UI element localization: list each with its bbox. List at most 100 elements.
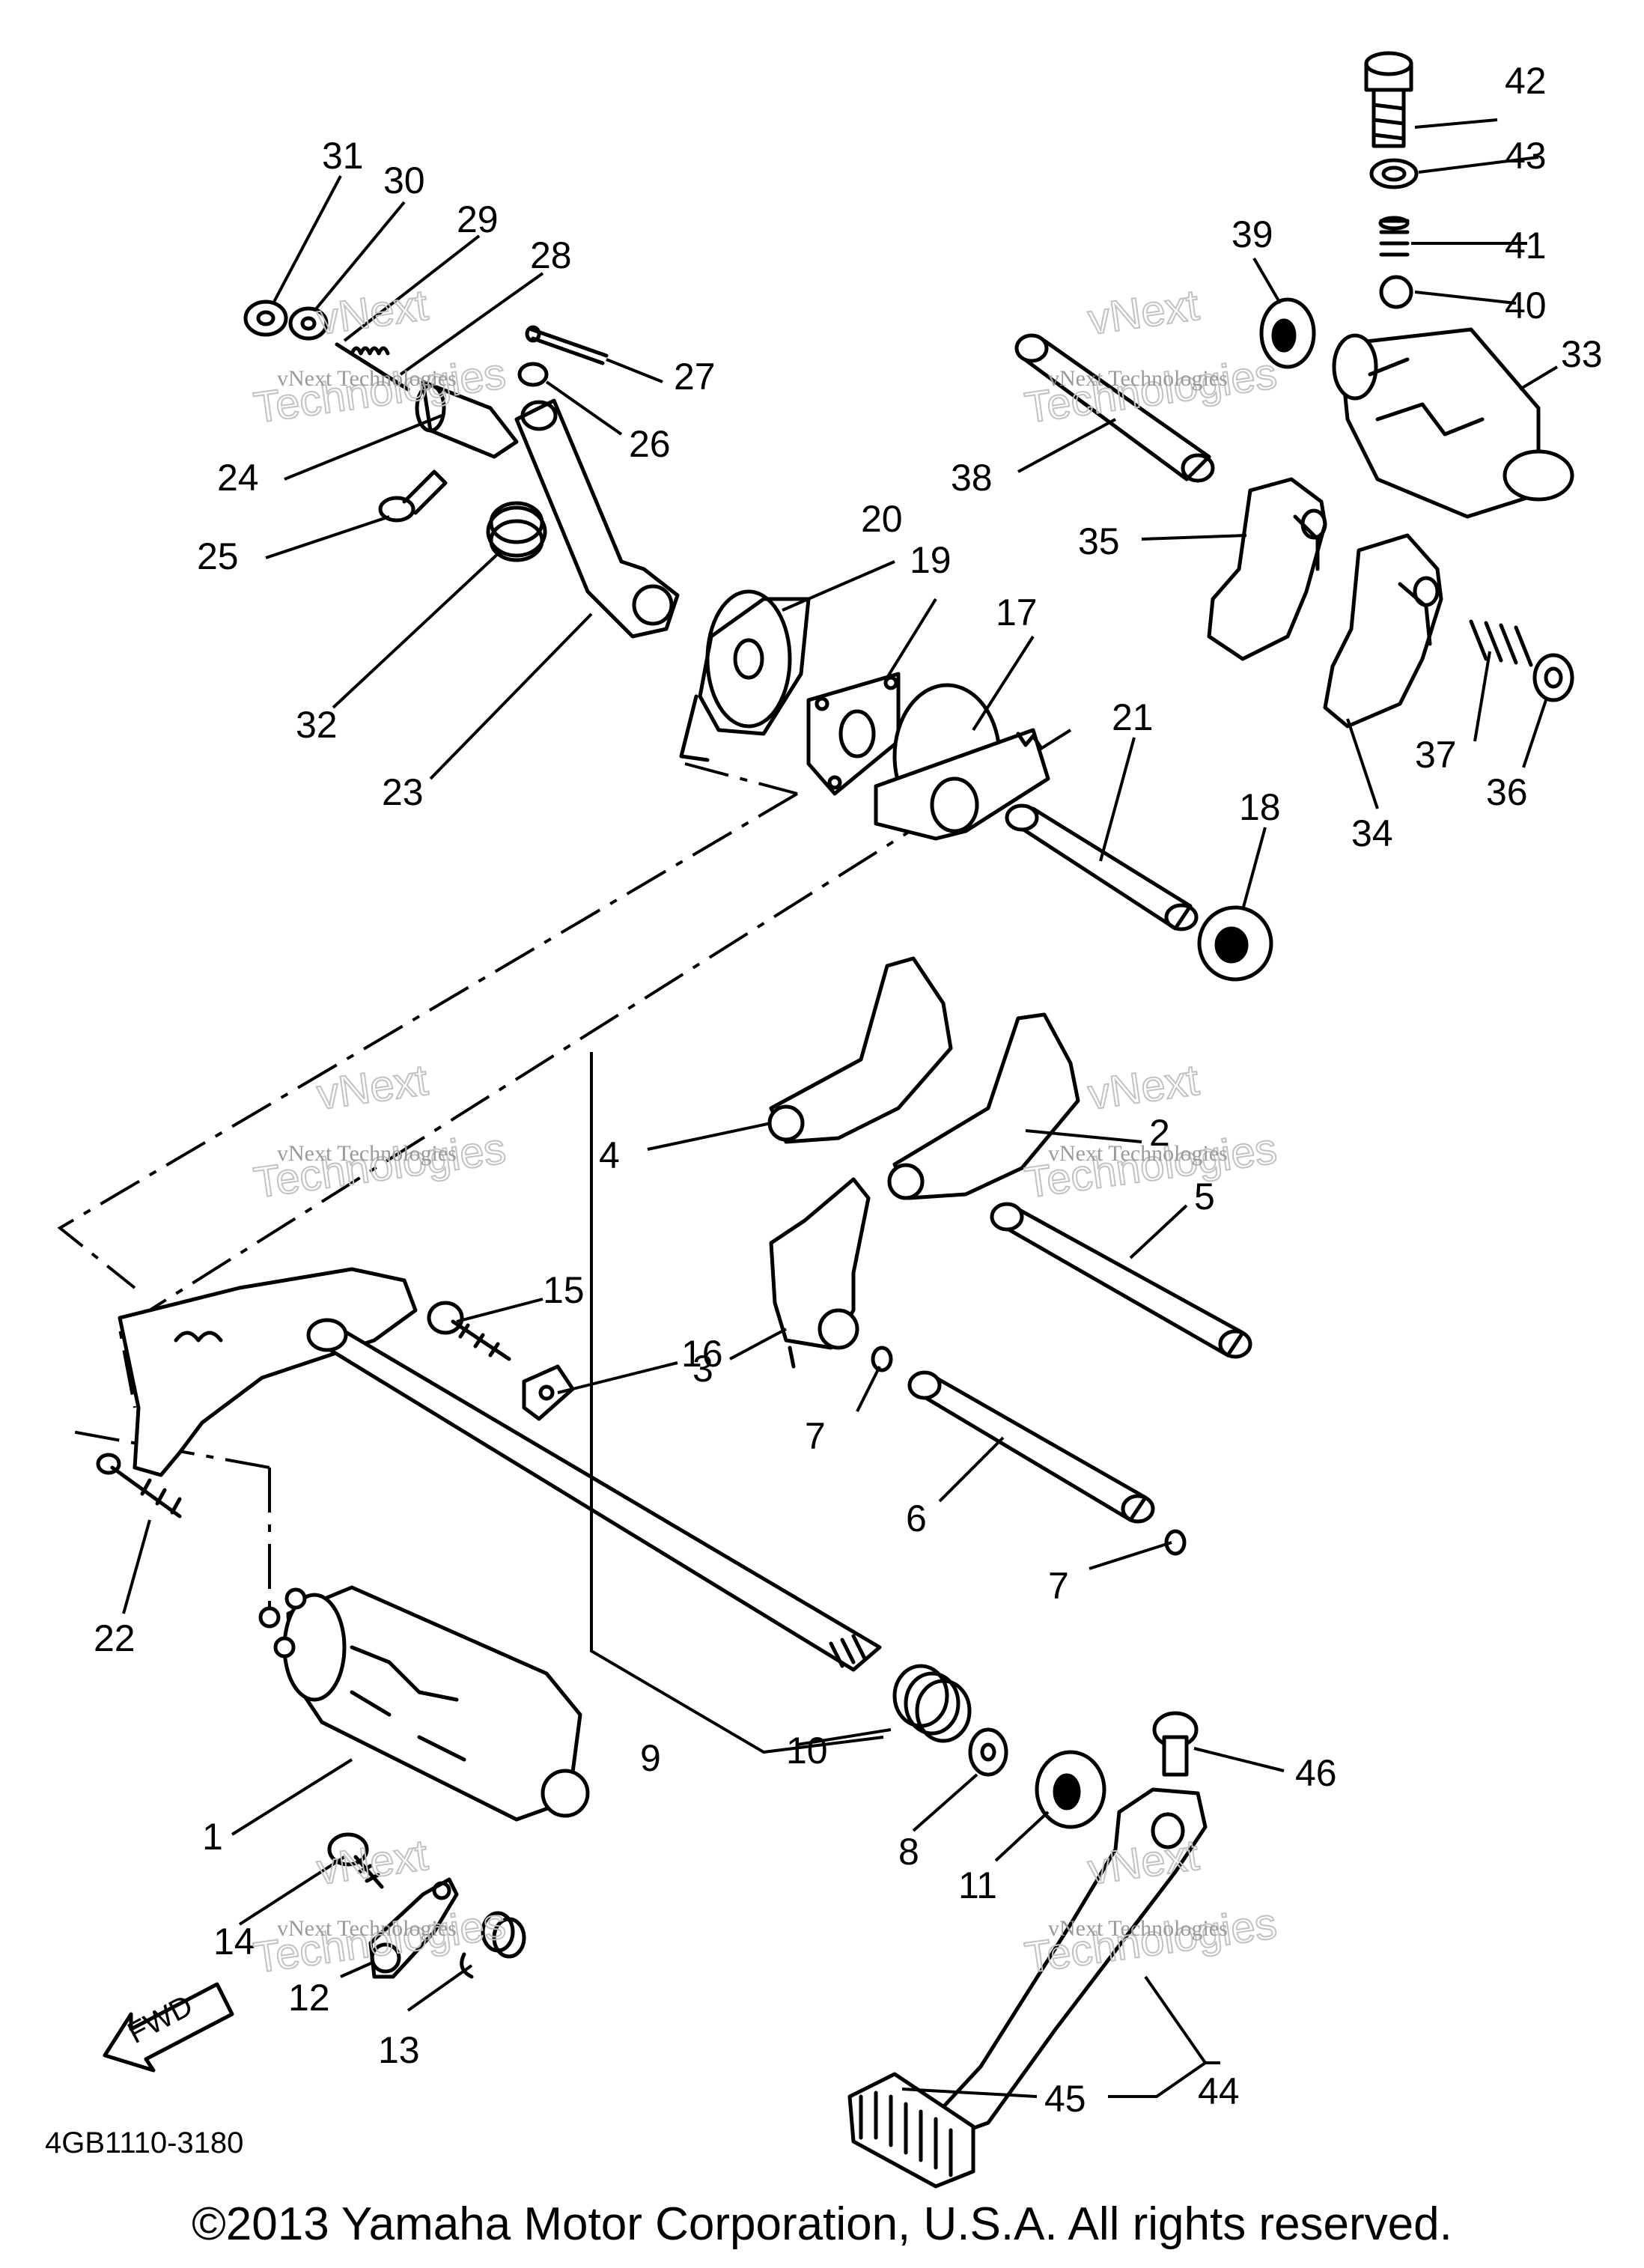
callout-5: 5 bbox=[1194, 1176, 1215, 1217]
part-38-guide-bar bbox=[1014, 333, 1215, 483]
callout-35: 35 bbox=[1078, 520, 1120, 562]
callout-41: 41 bbox=[1505, 225, 1547, 267]
watermark-vnext: vNext bbox=[1085, 1056, 1202, 1119]
watermark-vnext: vNext bbox=[314, 1056, 430, 1119]
callout-40: 40 bbox=[1505, 285, 1547, 326]
callout-7b: 7 bbox=[1048, 1565, 1069, 1607]
part-11-oil-seal bbox=[1035, 1750, 1106, 1829]
callout-39: 39 bbox=[1232, 213, 1273, 255]
part-6-guide-bar bbox=[907, 1370, 1155, 1524]
leader-lines bbox=[122, 118, 1559, 2098]
callout-21: 21 bbox=[1112, 696, 1154, 738]
callout-28: 28 bbox=[530, 234, 572, 276]
part-12-stopper-lever bbox=[368, 1877, 459, 1979]
part-32-spring bbox=[486, 501, 547, 562]
part-31-nut bbox=[243, 300, 288, 337]
callout-33: 33 bbox=[1561, 333, 1603, 375]
callout-19: 19 bbox=[910, 539, 952, 581]
callout-13: 13 bbox=[378, 2029, 420, 2071]
callout-11: 11 bbox=[958, 1864, 997, 1906]
callout-32: 32 bbox=[296, 704, 338, 746]
callout-15: 15 bbox=[543, 1269, 585, 1311]
part-20-segment-plate bbox=[679, 589, 811, 762]
callout-34: 34 bbox=[1351, 812, 1393, 854]
part-25-pin bbox=[378, 469, 448, 523]
callout-8: 8 bbox=[898, 1831, 919, 1873]
callout-labels: 31 30 29 28 27 26 24 25 32 23 20 19 17 2… bbox=[94, 60, 1603, 2120]
callout-31: 31 bbox=[322, 135, 364, 177]
part-27-cotter-pin bbox=[525, 325, 609, 365]
callout-12: 12 bbox=[288, 1977, 330, 2019]
part-39-bearing bbox=[1259, 297, 1316, 369]
part-37-spring bbox=[1469, 619, 1533, 667]
callout-37: 37 bbox=[1415, 734, 1457, 776]
watermark-vnext: vNext bbox=[1085, 1831, 1202, 1894]
callout-20: 20 bbox=[861, 498, 903, 540]
part-13-spring bbox=[460, 1911, 526, 1979]
part-44-shift-pedal bbox=[930, 1787, 1208, 2140]
part-29-28-bolt-spring bbox=[335, 342, 410, 392]
part-30-washer bbox=[288, 306, 329, 341]
callout-38: 38 bbox=[951, 457, 993, 499]
part-21-shift-shaft bbox=[1005, 803, 1199, 931]
part-36-washer bbox=[1532, 653, 1574, 702]
part-3-shift-fork bbox=[769, 1177, 871, 1369]
callout-2: 2 bbox=[1149, 1112, 1170, 1154]
part-41-spring bbox=[1378, 216, 1410, 257]
watermark-vnext: vNext bbox=[1085, 281, 1202, 344]
part-33-shift-drum bbox=[1332, 327, 1574, 519]
callout-25: 25 bbox=[197, 535, 239, 577]
part-10-spring bbox=[892, 1664, 972, 1743]
callout-44: 44 bbox=[1198, 2070, 1240, 2112]
part-22-bolt bbox=[96, 1453, 182, 1518]
part-43-washer bbox=[1369, 158, 1419, 189]
part-16-lock-washer bbox=[522, 1364, 575, 1421]
part-42-bolt bbox=[1364, 51, 1413, 148]
callout-4: 4 bbox=[599, 1134, 620, 1176]
diagram-code: 4GB1110-3180 bbox=[45, 2126, 243, 2159]
part-19-cam-plate bbox=[806, 672, 901, 796]
part-18-bearing bbox=[1197, 905, 1273, 982]
callout-3: 3 bbox=[692, 1348, 713, 1390]
part-5-guide-bar bbox=[990, 1202, 1252, 1359]
callout-45: 45 bbox=[1044, 2078, 1086, 2120]
part-7-circlips bbox=[871, 1346, 1187, 1556]
part-24-pivot bbox=[415, 380, 519, 459]
watermark-text: vNext Technologies bbox=[1048, 366, 1228, 391]
part-2-shift-fork bbox=[887, 1012, 1080, 1200]
callout-46: 46 bbox=[1295, 1752, 1337, 1794]
watermark-text: vNext Technologies bbox=[277, 366, 457, 391]
callout-42: 42 bbox=[1505, 60, 1547, 102]
copyright-notice: ©2013 Yamaha Motor Corporation, U.S.A. A… bbox=[192, 2198, 1452, 2250]
part-40-ball bbox=[1379, 275, 1413, 309]
part-34-shift-fork bbox=[1323, 533, 1443, 729]
part-46-bolt bbox=[1152, 1711, 1199, 1777]
part-9-shift-shaft-assembly bbox=[118, 1267, 882, 1672]
watermark-text: vNext Technologies bbox=[1048, 1141, 1228, 1166]
callout-30: 30 bbox=[383, 159, 425, 201]
callout-18: 18 bbox=[1239, 786, 1281, 828]
part-1-shift-drum bbox=[258, 1585, 590, 1822]
callout-10: 10 bbox=[786, 1730, 828, 1772]
part-23-shift-lever bbox=[514, 398, 680, 639]
watermark-text: vNext Technologies bbox=[277, 1141, 457, 1166]
callout-22: 22 bbox=[94, 1617, 136, 1659]
part-14-bolt bbox=[327, 1832, 384, 1889]
callout-23: 23 bbox=[382, 771, 424, 813]
callout-36: 36 bbox=[1486, 771, 1528, 813]
callout-9: 9 bbox=[640, 1737, 661, 1779]
watermark-text: vNext Technologies bbox=[277, 1916, 457, 1941]
part-4-shift-fork bbox=[767, 956, 953, 1144]
callout-7a: 7 bbox=[805, 1415, 826, 1457]
part-17-shift-drum-segment bbox=[874, 683, 1050, 841]
assembly-chain-lines bbox=[57, 729, 1072, 1610]
callout-17: 17 bbox=[996, 592, 1038, 633]
callout-16: 16 bbox=[681, 1333, 723, 1375]
part-26-clip bbox=[517, 362, 549, 387]
callout-6: 6 bbox=[906, 1498, 927, 1539]
callout-43: 43 bbox=[1505, 135, 1547, 177]
callout-29: 29 bbox=[457, 198, 499, 240]
callout-26: 26 bbox=[629, 423, 671, 465]
part-8-washer bbox=[968, 1727, 1008, 1777]
